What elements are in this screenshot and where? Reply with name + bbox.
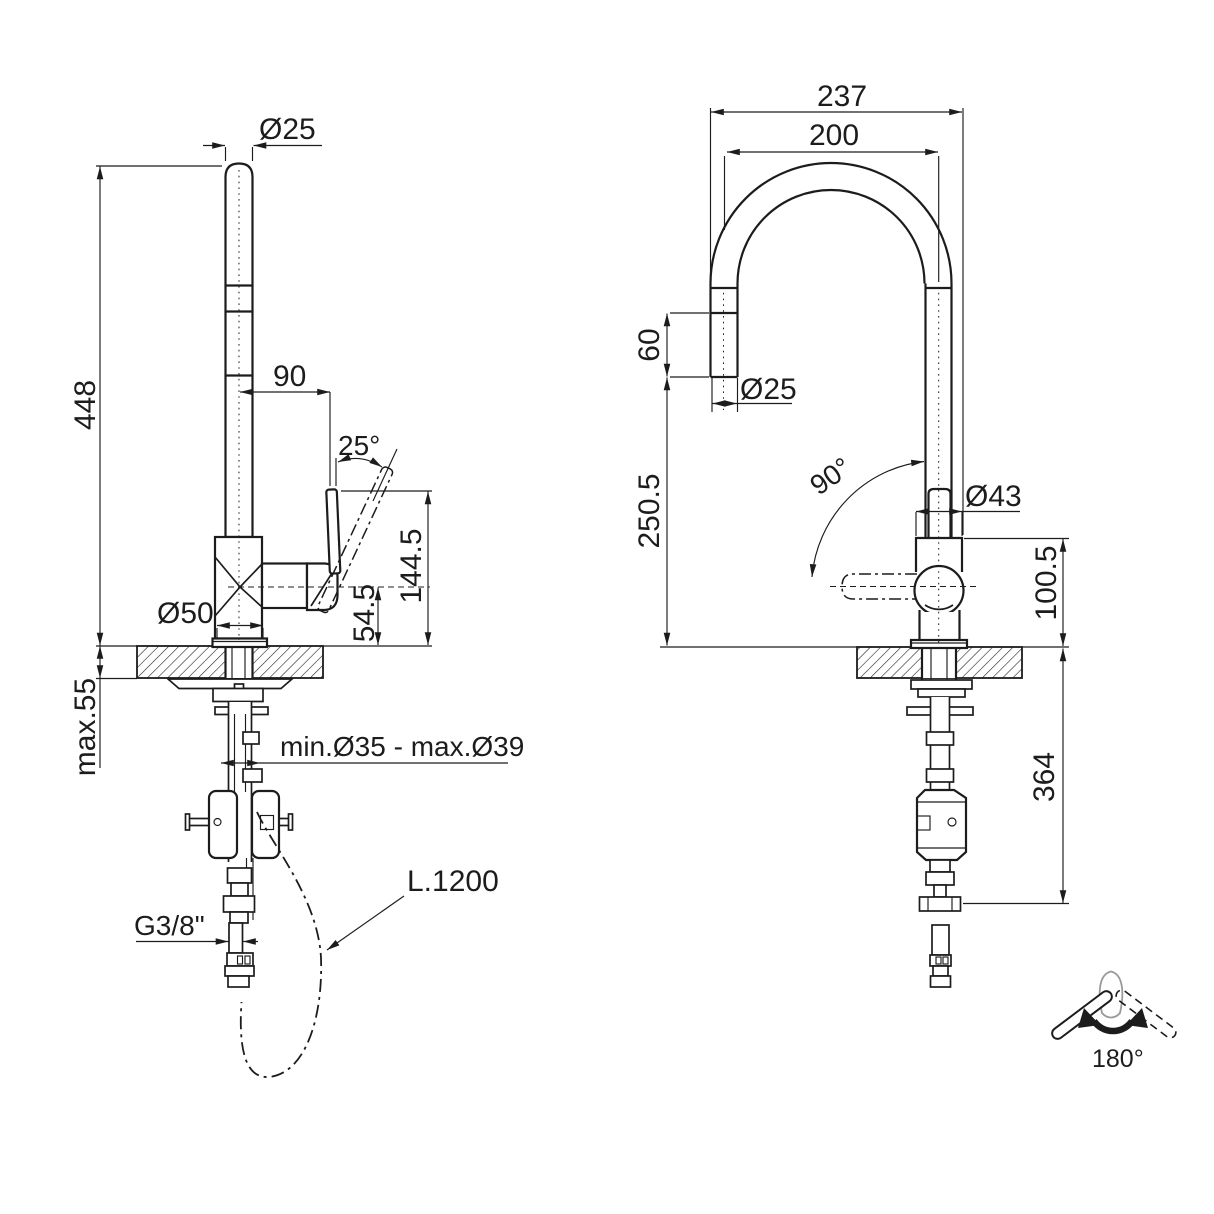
dim-overall-width: 237 bbox=[817, 80, 867, 113]
dim-body-dia: Ø43 bbox=[965, 480, 1022, 513]
rotation-angle-label: 180° bbox=[1092, 1045, 1144, 1073]
dimensions-front: 237 200 60 Ø25 250.5 90° bbox=[633, 80, 1069, 905]
base-flange-front bbox=[909, 638, 969, 650]
base-flange-side bbox=[211, 637, 269, 649]
rotation-indicator: 180° bbox=[1051, 970, 1177, 1073]
shank-side bbox=[225, 647, 253, 678]
dim-spout-dia-front: Ø25 bbox=[740, 373, 797, 406]
outlet-side bbox=[260, 562, 309, 610]
faucet-body-side bbox=[211, 162, 394, 649]
handle-lever-side bbox=[325, 488, 342, 575]
dim-total-height: 448 bbox=[69, 380, 102, 430]
cartridge-neck-front bbox=[927, 487, 952, 538]
dim-supply-thread: G3/8" bbox=[134, 910, 205, 941]
dim-arc-width: 200 bbox=[809, 119, 859, 152]
shank-front bbox=[922, 648, 956, 678]
front-view: 237 200 60 Ø25 250.5 90° bbox=[633, 80, 1069, 988]
dim-mount-hole: min.Ø35 - max.Ø39 bbox=[280, 731, 524, 762]
dim-under-counter-depth: 364 bbox=[1028, 752, 1061, 802]
under-counter-assembly-front bbox=[906, 679, 974, 988]
dimensions-side: Ø25 448 90 25° 144.5 54.5 Ø50 bbox=[69, 113, 524, 951]
dim-spout-tube-dia: Ø25 bbox=[259, 113, 316, 146]
dim-counter-thickness: max.55 bbox=[69, 678, 102, 776]
dim-spout-clearance: 250.5 bbox=[633, 473, 666, 548]
dim-body-axis-height: 54.5 bbox=[348, 584, 381, 642]
dim-hose-length: L.1200 bbox=[407, 865, 499, 898]
dim-spout-end-length: 60 bbox=[633, 328, 666, 361]
dim-swivel-angle: 90° bbox=[804, 451, 856, 501]
dim-base-dia: Ø50 bbox=[157, 597, 214, 630]
check-valve-body bbox=[915, 788, 968, 862]
handle-rotated-phantom-front bbox=[841, 573, 917, 600]
dim-body-height: 100.5 bbox=[1030, 545, 1063, 620]
dim-handle-tilt-angle: 25° bbox=[338, 430, 380, 461]
dim-spout-reach: 90 bbox=[273, 360, 306, 393]
faucet-body-front bbox=[841, 487, 969, 650]
body-ball-front bbox=[913, 564, 965, 617]
rotation-arrow-icon bbox=[1091, 1018, 1135, 1035]
side-view: Ø25 448 90 25° 144.5 54.5 Ø50 bbox=[69, 113, 524, 1078]
under-counter-assembly-side bbox=[165, 678, 295, 988]
dim-outlet-height: 144.5 bbox=[395, 528, 428, 603]
